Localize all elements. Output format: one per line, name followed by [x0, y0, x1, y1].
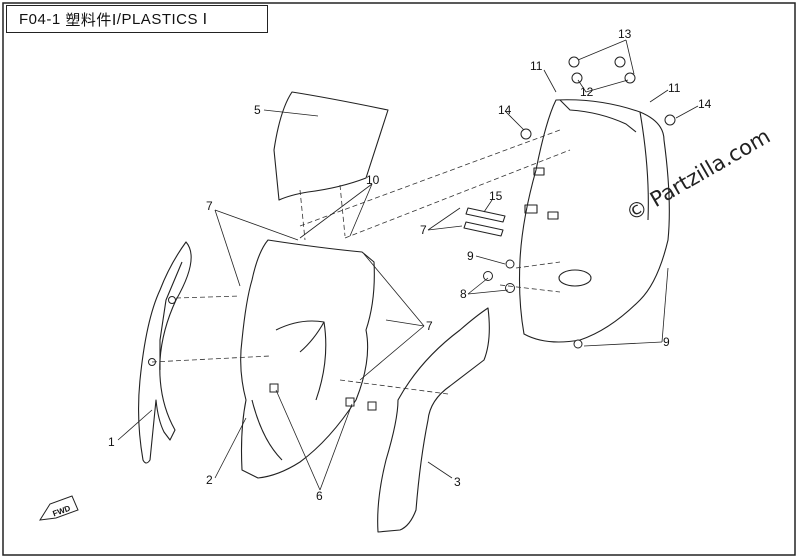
callout-8: 8 — [460, 287, 467, 301]
callout-12: 12 — [580, 85, 594, 99]
leader-2 — [214, 417, 247, 479]
leader-7b3 — [359, 325, 425, 381]
leader-14b — [675, 105, 699, 119]
leader-13b — [625, 39, 635, 75]
callout-3: 3 — [454, 475, 461, 489]
bracket-a — [533, 167, 545, 176]
assembly-line-b — [344, 149, 571, 239]
leader-7a — [214, 209, 241, 287]
callout-6: 6 — [316, 489, 323, 503]
leader-11b — [649, 89, 669, 103]
callout-14-left: 14 — [498, 103, 512, 117]
nut-14b — [664, 114, 676, 126]
part-inner-panel-hole — [558, 269, 592, 287]
fwd-arrow-icon: FWD — [39, 495, 79, 521]
diagram-title-box: F04-1 塑料件Ⅰ/PLASTICS Ⅰ — [6, 5, 268, 33]
part-front-cowl — [240, 239, 375, 479]
assembly-line-i — [339, 379, 449, 395]
title-code: F04-1 — [19, 10, 61, 28]
assembly-line-d — [151, 355, 271, 363]
clip-6c — [367, 401, 377, 411]
callout-9-lower: 9 — [663, 335, 670, 349]
callout-7-right: 7 — [420, 223, 427, 237]
leader-8b — [467, 289, 509, 295]
callout-7-middle: 7 — [426, 319, 433, 333]
part-front-cowl-inner — [275, 320, 325, 353]
bracket-c — [547, 211, 559, 220]
part-left-side-cover — [138, 241, 192, 464]
callout-11-left: 11 — [530, 59, 543, 73]
leader-9b2 — [661, 267, 669, 343]
clip-6b — [345, 397, 355, 407]
assembly-line-f — [339, 184, 346, 237]
part-inner-panel — [518, 99, 670, 343]
callout-9-upper: 9 — [467, 249, 474, 263]
callout-14-right: 14 — [698, 97, 712, 111]
part-front-cowl-crease — [251, 399, 283, 461]
screw-1a — [168, 296, 176, 304]
leader-10a — [349, 183, 373, 237]
title-english: /PLASTICS Ⅰ — [116, 11, 208, 28]
leader-12b — [585, 79, 629, 93]
callout-11-right: 11 — [668, 81, 681, 95]
part-inner-panel-ridge — [639, 111, 649, 221]
screw-9b — [573, 339, 583, 349]
callout-5: 5 — [254, 103, 261, 117]
leader-9a — [475, 255, 506, 265]
leader-5 — [263, 109, 319, 117]
part-side-panel — [377, 307, 490, 533]
leader-11a — [543, 69, 557, 93]
clip-6a — [269, 383, 279, 393]
nut-14a — [520, 128, 532, 140]
callout-7-left: 7 — [206, 199, 213, 213]
assembly-line-h — [515, 261, 561, 269]
callout-13: 13 — [618, 27, 632, 41]
bracket-b — [524, 204, 538, 214]
leader-7c — [427, 207, 461, 231]
leader-12a — [577, 79, 587, 93]
leader-6a — [275, 389, 321, 491]
assembly-line-e — [299, 189, 306, 241]
part-left-side-cover-edge — [159, 261, 183, 370]
leader-10b — [299, 183, 373, 239]
leader-7a2 — [214, 209, 299, 241]
leader-14a — [505, 111, 525, 131]
assembly-line-a — [299, 129, 561, 227]
leader-1 — [117, 409, 153, 441]
callout-1: 1 — [108, 435, 115, 449]
part-inner-panel-top — [559, 99, 637, 133]
assembly-line-g — [499, 284, 561, 293]
grommet-13d — [624, 72, 636, 84]
part-15-strip-a — [465, 207, 506, 223]
part-windscreen — [273, 91, 389, 201]
grommet-13c — [571, 72, 583, 84]
callout-10: 10 — [366, 173, 380, 187]
leader-15 — [483, 199, 493, 213]
leader-7b2 — [363, 253, 425, 327]
leader-7b — [385, 319, 425, 327]
leader-13a — [577, 39, 627, 61]
assembly-line-c — [175, 295, 241, 299]
nut-8b — [505, 283, 515, 293]
leader-3 — [427, 461, 453, 479]
part-front-cowl-crease2 — [315, 321, 327, 401]
leader-9b — [583, 341, 663, 347]
grommet-13a — [568, 56, 580, 68]
leader-7c2 — [427, 225, 463, 231]
leader-6b — [319, 403, 353, 491]
title-cjk: 塑料件Ⅰ — [65, 11, 117, 29]
leader-8a — [467, 277, 489, 295]
nut-8a — [483, 271, 493, 281]
part-15-strip-b — [463, 221, 504, 237]
callout-2: 2 — [206, 473, 213, 487]
screw-9a — [505, 259, 515, 269]
grommet-13b — [614, 56, 626, 68]
callout-15: 15 — [489, 189, 503, 203]
